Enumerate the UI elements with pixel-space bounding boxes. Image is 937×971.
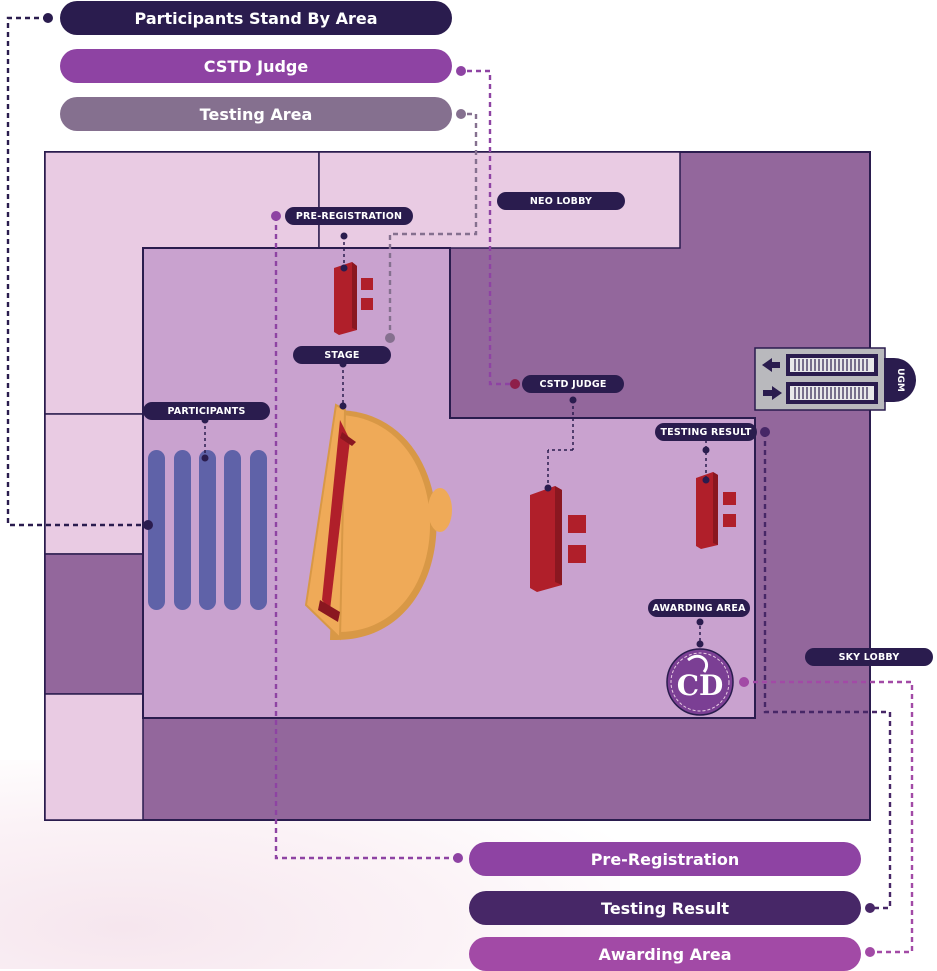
cstd-dancer-logo-icon: CD: [666, 648, 734, 716]
label-stage: STAGE: [293, 346, 391, 364]
label-participants: PARTICIPANTS: [143, 402, 270, 420]
label-pre-registration: PRE-REGISTRATION: [285, 207, 413, 225]
legend-cstd-judge: CSTD Judge: [60, 49, 452, 83]
label-cstd-judge: CSTD JUDGE: [522, 375, 624, 393]
table-testing-result: [696, 472, 736, 549]
legend-testing-area: Testing Area: [60, 97, 452, 131]
participant-seats: [148, 450, 267, 610]
escalator-arrows-icon: [754, 347, 886, 411]
zone-left-bottom: [44, 693, 144, 821]
label-awarding-area: AWARDING AREA: [648, 599, 750, 617]
label-sky-lobby: SKY LOBBY: [805, 648, 933, 666]
legend-awarding-area: Awarding Area: [469, 937, 861, 971]
table-pre-registration: [334, 262, 373, 335]
svg-text:CD: CD: [677, 669, 724, 702]
legend-pre-registration: Pre-Registration: [469, 842, 861, 876]
legend-participants-standby: Participants Stand By Area: [60, 1, 452, 35]
table-cstd-judge: [530, 486, 586, 592]
zone-left-middle: [44, 413, 144, 555]
zone-left-dark: [44, 553, 144, 695]
label-testing-result: TESTING RESULT: [655, 423, 757, 441]
stage-platform: [304, 403, 452, 641]
label-neo-lobby: NEO LOBBY: [497, 192, 625, 210]
legend-testing-result: Testing Result: [469, 891, 861, 925]
